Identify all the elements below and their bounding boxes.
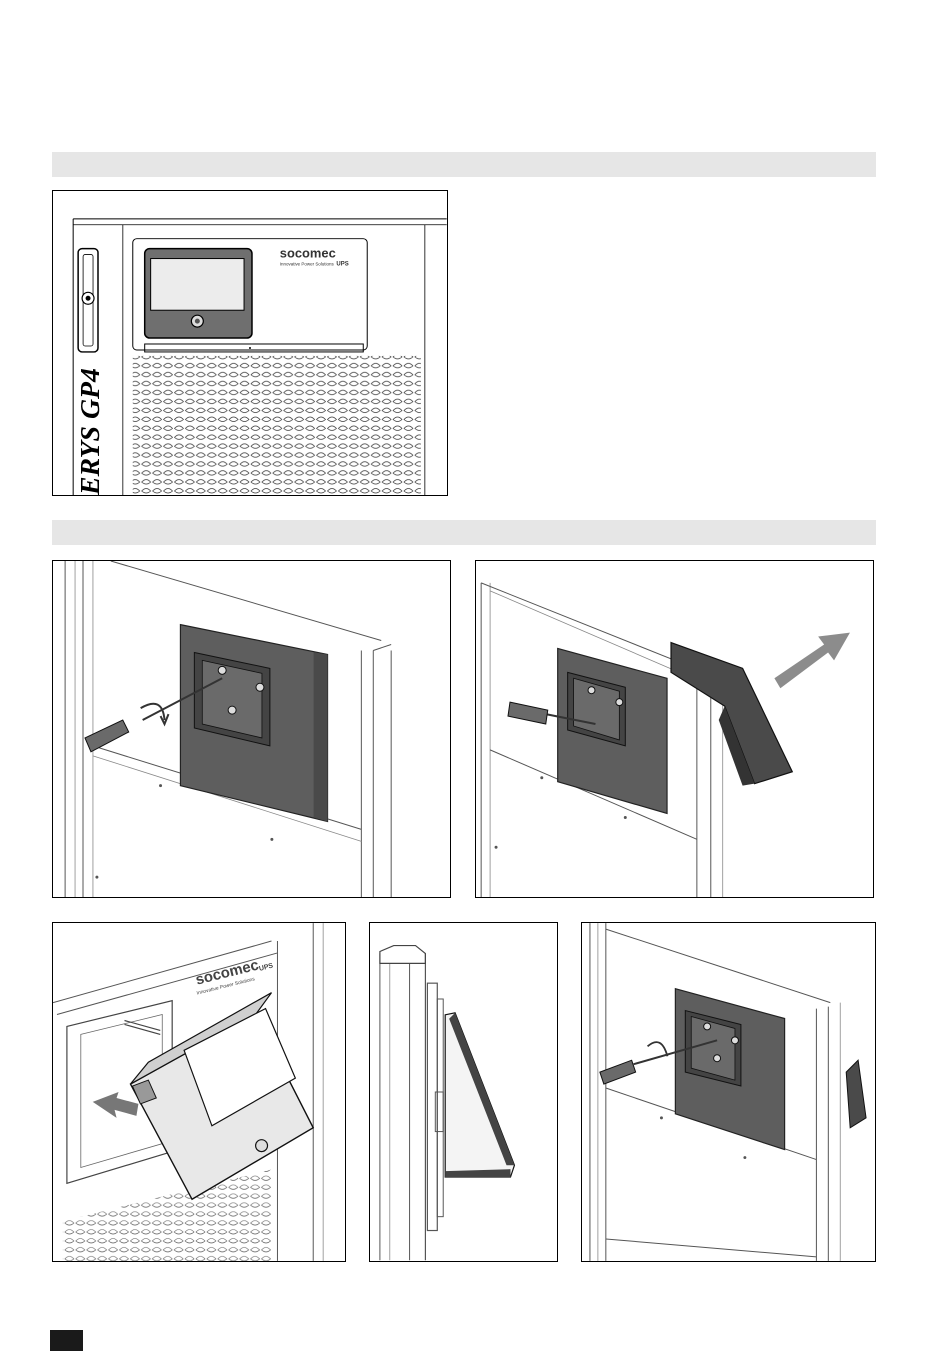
figure-unscrew-bracket [52, 560, 451, 898]
logo-suffix: UPS [258, 962, 274, 972]
figure-side-view [369, 922, 558, 1262]
removed-display-unit [671, 643, 792, 784]
logo-suffix: UPS [336, 262, 348, 268]
figure-insert-display: socomec UPS Innovative Power Solutions [52, 922, 346, 1262]
unscrew-illustration [53, 561, 450, 897]
ventilation-grille [63, 1169, 272, 1260]
figure-ups-front-panel: ERYS GP4 socomec UPS Innovative Power So… [52, 190, 448, 496]
ventilation-grille [133, 356, 421, 495]
power-button-icon [256, 1140, 268, 1152]
insert-arrow-icon [93, 1092, 139, 1118]
logo-tagline: Innovative Power Solutions [280, 262, 335, 267]
screwdriver-icon [508, 702, 548, 724]
socomec-logo: socomec [280, 246, 336, 261]
page-number-tab [50, 1330, 83, 1351]
side-view-illustration [370, 923, 557, 1261]
screwdriver-icon [85, 720, 129, 752]
figure-remove-display [475, 560, 874, 898]
rotate-arrow-icon [648, 1042, 668, 1056]
pull-out-arrow-icon [774, 633, 850, 689]
figure-screw-bracket [581, 922, 876, 1262]
section-band-2 [52, 520, 876, 545]
insert-illustration: socomec UPS Innovative Power Solutions [53, 923, 345, 1261]
remove-illustration [476, 561, 873, 897]
section-band-1 [52, 152, 876, 177]
model-label: ERYS GP4 [75, 368, 106, 495]
ups-front-illustration: ERYS GP4 socomec UPS Innovative Power So… [53, 191, 447, 495]
screwdriver-icon [600, 1060, 636, 1084]
display-screen [151, 259, 244, 311]
screw-illustration [582, 923, 875, 1261]
